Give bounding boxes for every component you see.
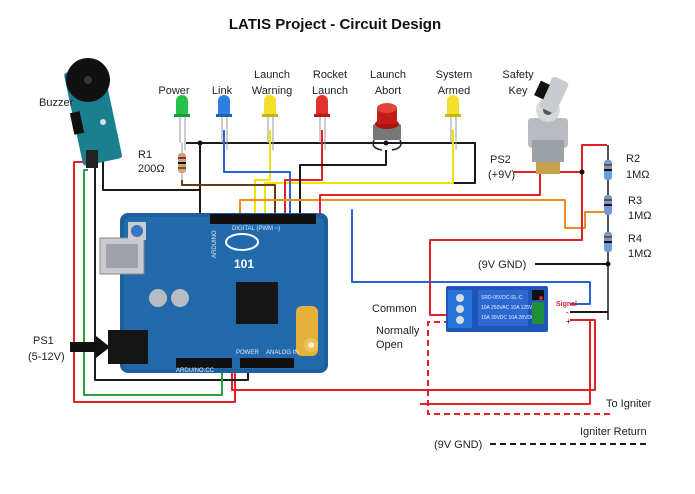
gnd-9v-label: (9V GND) bbox=[478, 259, 526, 271]
r2-value: 1MΩ bbox=[626, 169, 650, 181]
led-rocket-launch bbox=[314, 95, 330, 150]
wire-red-ps2 bbox=[319, 171, 541, 218]
resistor-r4 bbox=[604, 232, 612, 252]
launch-abort-button bbox=[372, 103, 402, 151]
led-system-armed-label-1: System bbox=[436, 69, 473, 81]
wire-black-abort bbox=[299, 150, 387, 218]
safety-key-label-1: Safety bbox=[502, 69, 534, 81]
buzzer-label: Buzzer bbox=[39, 97, 74, 109]
relay-text-bot: 10A 30VDC 10A 28VDC bbox=[481, 315, 535, 321]
board-analog-label: ANALOG IN bbox=[266, 350, 299, 356]
wire-red-relay bbox=[429, 172, 583, 316]
led-power bbox=[174, 95, 190, 150]
ps1-arrow bbox=[70, 336, 110, 358]
board-power-label: POWER bbox=[236, 350, 259, 356]
digital-header bbox=[210, 214, 316, 224]
wire-orange bbox=[239, 199, 605, 229]
resistor-r1 bbox=[178, 143, 186, 180]
wire-buzzer-signal bbox=[102, 160, 201, 210]
wires bbox=[73, 130, 650, 445]
ps2-label: PS2 bbox=[490, 154, 511, 166]
to-igniter-label: To Igniter bbox=[606, 398, 652, 410]
safety-key-label-2: Key bbox=[509, 85, 528, 97]
relay-signal-label: Signal bbox=[556, 301, 577, 308]
wire-blue-link bbox=[223, 130, 291, 218]
board-model: 101 bbox=[234, 257, 254, 271]
relay-text-mid: 10A 250VAC 10A 125VAC bbox=[481, 305, 539, 311]
relay-minus-label: - bbox=[566, 308, 569, 317]
r1-label: R1 bbox=[138, 149, 152, 161]
relay-text-top: SRD-05VDC-SL-C bbox=[481, 295, 523, 301]
r4-value: 1MΩ bbox=[628, 248, 652, 260]
wire-gnd-bus bbox=[186, 142, 476, 184]
wire-to-igniter bbox=[420, 320, 591, 405]
igniter-return-label: Igniter Return bbox=[580, 426, 647, 438]
relay-module: SRD-05VDC-SL-C 10A 250VAC 10A 125VAC 10A… bbox=[446, 286, 548, 332]
power-header bbox=[176, 358, 232, 368]
wire-normally-open bbox=[427, 321, 610, 415]
normally-open-label-1: Normally bbox=[376, 325, 420, 337]
launch-abort-label-2: Abort bbox=[375, 85, 401, 97]
led-launch-warning bbox=[262, 95, 278, 150]
common-label: Common bbox=[372, 303, 417, 315]
analog-header bbox=[240, 358, 294, 368]
normally-open-label-2: Open bbox=[376, 339, 403, 351]
gnd-9v-bottom-label: (9V GND) bbox=[434, 439, 482, 451]
led-system-armed-label-2: Armed bbox=[438, 85, 470, 97]
ps2-value: (+9V) bbox=[488, 169, 515, 181]
launch-abort-label-1: Launch bbox=[370, 69, 406, 81]
wire-buzzer-red bbox=[73, 161, 236, 403]
arduino-board: 101 ARDUINO DIGITAL (PWM ~) POWER ANALOG… bbox=[99, 213, 328, 374]
led-link bbox=[216, 95, 232, 150]
r1-value: 200Ω bbox=[138, 163, 165, 175]
board-brand: ARDUINO bbox=[212, 230, 218, 258]
led-rocket-launch-label-2: Launch bbox=[312, 85, 348, 97]
diagram-title: LATIS Project - Circuit Design bbox=[229, 16, 441, 33]
ps1-value: (5-12V) bbox=[28, 351, 65, 363]
r3-label: R3 bbox=[628, 195, 642, 207]
led-launch-warning-label-2: Warning bbox=[252, 85, 293, 97]
buzzer bbox=[64, 58, 122, 168]
junction-dot bbox=[383, 140, 389, 146]
mcu-chip bbox=[236, 282, 278, 324]
wire-relay-plus bbox=[231, 319, 596, 391]
junction-dot bbox=[605, 261, 611, 267]
led-system-armed bbox=[445, 95, 461, 150]
board-digital-label: DIGITAL (PWM ~) bbox=[232, 226, 280, 232]
resistor-r2 bbox=[604, 160, 612, 180]
r4-label: R4 bbox=[628, 233, 642, 245]
led-link-label: Link bbox=[212, 85, 233, 97]
board-footer: ARDUINO.CC bbox=[176, 368, 215, 374]
wire-buzzer-green bbox=[83, 169, 223, 396]
wire-blue-signal bbox=[351, 209, 591, 305]
wire-r1 bbox=[181, 180, 276, 218]
led-rocket-launch-label-1: Rocket bbox=[313, 69, 347, 81]
led-power-label: Power bbox=[158, 85, 190, 97]
ps1-label: PS1 bbox=[33, 335, 54, 347]
r3-value: 1MΩ bbox=[628, 210, 652, 222]
relay-plus-label: + bbox=[566, 317, 571, 326]
junction-dot bbox=[197, 140, 203, 146]
junction-dot bbox=[579, 169, 585, 175]
r2-label: R2 bbox=[626, 153, 640, 165]
dc-jack bbox=[108, 330, 148, 364]
safety-key bbox=[528, 76, 569, 174]
led-launch-warning-label-1: Launch bbox=[254, 69, 290, 81]
wire-red-key bbox=[545, 144, 607, 173]
resistor-r3 bbox=[604, 195, 612, 215]
